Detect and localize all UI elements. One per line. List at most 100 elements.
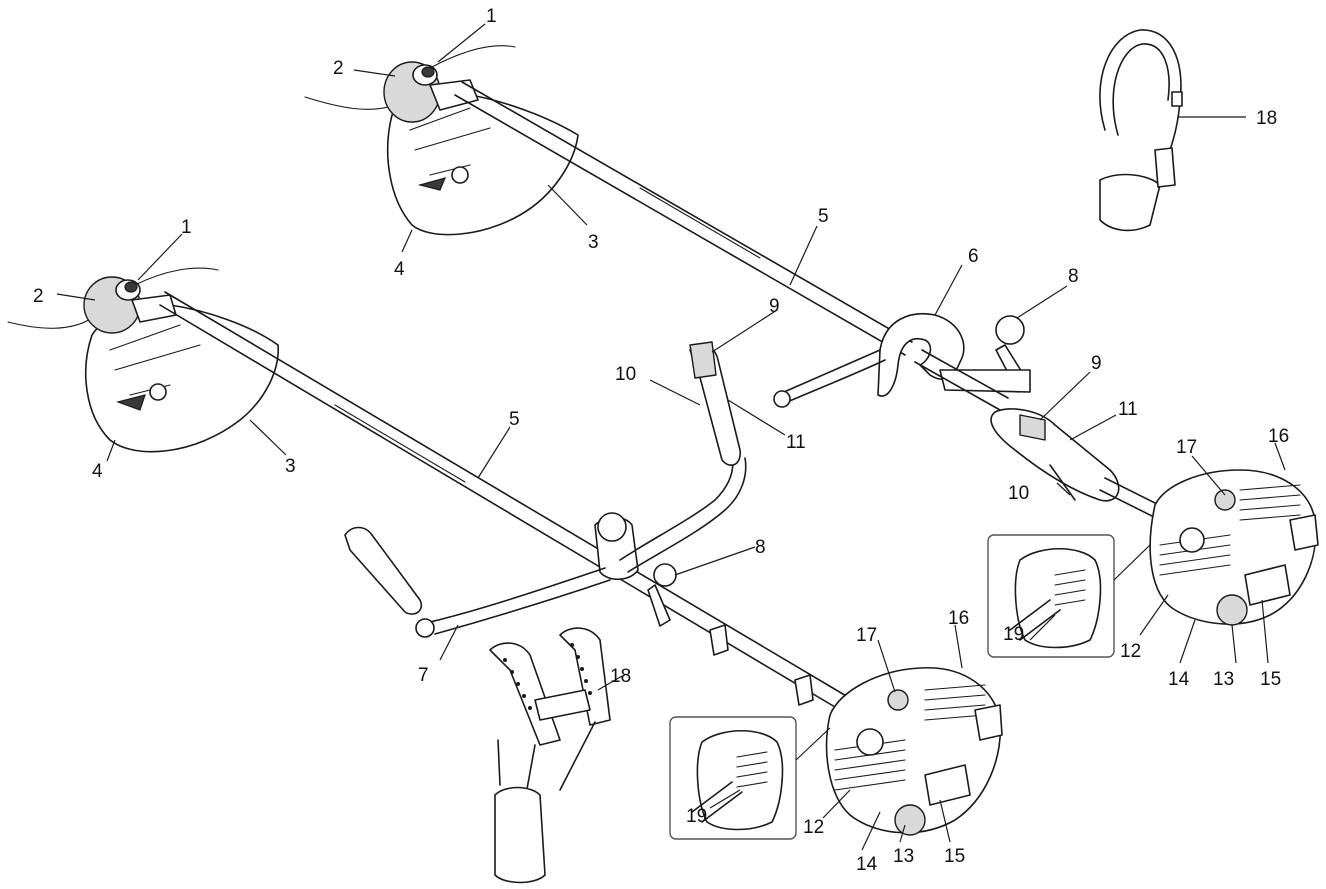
lower-shaft-label <box>334 404 466 483</box>
lower-throttle-lockout <box>689 341 717 379</box>
lower-guard-mark <box>115 394 146 411</box>
callout-14-upper: 14 <box>1168 669 1190 690</box>
harness-side-strap <box>497 739 501 786</box>
lower-hanger-clip <box>647 584 671 627</box>
harness-perforations <box>503 643 592 710</box>
upper-choke <box>1214 489 1236 511</box>
lower-trimmer-line-right <box>134 267 219 286</box>
upper-throttle-lockout <box>1019 414 1046 441</box>
harness-left-pad <box>489 642 561 746</box>
lower-spark-plug <box>856 728 884 756</box>
upper-inset <box>987 534 1151 658</box>
upper-throttle-trigger <box>1049 464 1076 501</box>
lower-shaft-clamp <box>709 624 729 656</box>
callout-6: 6 <box>968 246 979 267</box>
lower-engine-side <box>974 704 1003 741</box>
lower-trimmer <box>7 267 1003 836</box>
shoulder-strap-buckle <box>1154 147 1176 188</box>
callout-11-lower: 11 <box>786 432 806 453</box>
callout-10-upper: 10 <box>1008 483 1029 504</box>
callout-12-upper: 12 <box>1120 641 1141 662</box>
callout-5-upper: 5 <box>818 206 829 227</box>
lower-hanger-ring <box>653 563 677 587</box>
callout-11-upper: 11 <box>1118 399 1138 420</box>
callout-17-upper: 17 <box>1176 437 1197 458</box>
callout-9-upper: 9 <box>1091 353 1102 374</box>
upper-starter <box>1244 564 1291 606</box>
upper-fuel-cap <box>1216 594 1248 626</box>
lower-right-handle-bar <box>619 454 747 573</box>
upper-head-bolt <box>421 66 435 78</box>
callout-2-lower: 2 <box>33 286 44 307</box>
shoulder-strap-adjuster <box>1171 91 1183 107</box>
callout-16-lower: 16 <box>948 608 969 629</box>
shoulder-strap-loop-inner <box>1112 43 1170 136</box>
callout-7: 7 <box>418 665 429 686</box>
callout-13-upper: 13 <box>1213 669 1234 690</box>
upper-trimmer-line-right <box>429 45 516 69</box>
double-harness <box>489 627 611 884</box>
callout-15-lower: 15 <box>944 846 965 867</box>
upper-spark-plug <box>1179 527 1205 553</box>
lower-inset-engine <box>696 729 784 831</box>
callout-17-lower: 17 <box>856 625 877 646</box>
leader-lines <box>56 23 1286 851</box>
upper-trimmer <box>304 45 1319 626</box>
callout-9-lower: 9 <box>769 296 780 317</box>
lower-air-filter-fins <box>924 684 986 721</box>
upper-inset-fins <box>1054 569 1086 606</box>
upper-air-filter-fins <box>1239 484 1301 521</box>
lower-inset <box>669 716 831 840</box>
lower-left-grip <box>344 526 423 615</box>
upper-trimmer-line-left <box>304 96 396 110</box>
upper-engine-side <box>1289 514 1319 551</box>
lower-inset-cover <box>691 781 743 823</box>
lower-left-handle-bar <box>429 567 611 635</box>
upper-hanger-ring <box>995 315 1025 345</box>
callout-18-upper: 18 <box>1256 108 1277 129</box>
lower-choke <box>887 689 909 711</box>
upper-barrier-bar <box>779 349 886 406</box>
callout-15-upper: 15 <box>1260 669 1281 690</box>
lower-fuel-cap <box>894 804 926 836</box>
upper-hanger-bracket <box>939 369 1031 393</box>
callout-13-lower: 13 <box>893 846 914 867</box>
callout-3-lower: 3 <box>285 456 296 477</box>
upper-guard-detail <box>409 107 491 176</box>
upper-inset-engine <box>1014 547 1102 649</box>
callout-1-lower: 1 <box>181 217 192 238</box>
upper-shaft-rear <box>914 349 1009 411</box>
upper-inset-pointer <box>1113 544 1151 581</box>
lower-trimmer-line-left <box>7 317 93 329</box>
upper-gearbox <box>429 79 479 111</box>
lower-shaft-clamp-2 <box>794 674 814 706</box>
harness-chest-strap <box>534 689 591 721</box>
upper-guard-knob <box>451 166 469 184</box>
upper-shaft <box>454 81 913 356</box>
lower-inset-pointer <box>795 727 831 761</box>
callout-19-lower: 19 <box>686 806 707 827</box>
callout-5-lower: 5 <box>509 409 520 430</box>
callout-14-lower: 14 <box>856 854 878 875</box>
lower-head-bolt <box>124 281 138 293</box>
harness-right-pad <box>559 627 611 726</box>
shoulder-strap-loop <box>1099 29 1182 166</box>
callout-2-upper: 2 <box>333 58 344 79</box>
upper-guard-mark <box>417 177 447 191</box>
callout-4-lower: 4 <box>92 461 103 482</box>
callout-numbers: 1 2 3 4 5 6 8 9 11 10 17 16 12 14 13 15 … <box>33 6 1289 875</box>
lower-left-bar-end <box>415 618 435 638</box>
callout-8-upper: 8 <box>1068 266 1079 287</box>
upper-barrier-end <box>773 390 791 408</box>
lower-starter <box>924 764 971 806</box>
shoulder-strap <box>1099 29 1183 232</box>
callout-18-lower: 18 <box>610 666 631 687</box>
callout-19-upper: 19 <box>1003 624 1024 645</box>
shoulder-strap-pad <box>1099 173 1161 232</box>
callout-3-upper: 3 <box>588 232 599 253</box>
callout-16-upper: 16 <box>1268 426 1289 447</box>
upper-inset-cover <box>1009 599 1061 641</box>
lower-handle-knob <box>597 512 627 542</box>
